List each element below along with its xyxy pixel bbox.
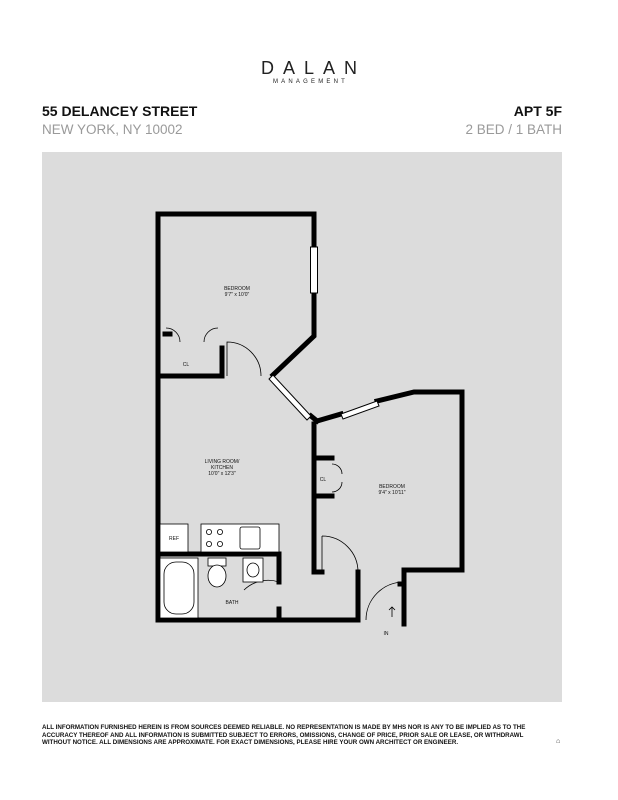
- room-label-bedroom-1: BEDROOM: [224, 286, 250, 292]
- street-address: 55 DELANCEY STREET: [42, 103, 198, 119]
- floor-plan: BEDROOM 9'7" x 10'0" LIVING ROOM/ KITCHE…: [42, 152, 562, 702]
- closet-label-2: CL: [320, 477, 327, 483]
- refrigerator: [159, 523, 189, 553]
- room-label-living-room: LIVING ROOM/: [205, 459, 240, 465]
- closet-label-1: CL: [183, 362, 190, 368]
- city-address: NEW YORK, NY 10002: [42, 122, 183, 137]
- room-label-kitchen: KITCHEN: [211, 465, 233, 471]
- fixtures: [159, 523, 280, 619]
- room-dims-bedroom-2: 9'4" x 10'11": [378, 490, 405, 496]
- company-logo: DALAN MANAGEMENT: [0, 58, 618, 86]
- legal-disclaimer: ALL INFORMATION FURNISHED HEREIN IS FROM…: [42, 724, 526, 747]
- entry-label: IN: [384, 631, 389, 637]
- floor-plan-drawing: BEDROOM 9'7" x 10'0" LIVING ROOM/ KITCHE…: [155, 211, 465, 637]
- windows: [268, 246, 380, 421]
- room-label-bedroom-2: BEDROOM: [379, 484, 405, 490]
- room-dims-bedroom-1: 9'7" x 10'0": [225, 292, 250, 298]
- room-label-bath: BATH: [226, 600, 239, 606]
- logo-tagline: MANAGEMENT: [272, 79, 348, 85]
- doors: [165, 327, 405, 621]
- room-dims-living-room: 10'0" x 12'3": [208, 471, 236, 477]
- equal-housing-icon: ⌂: [556, 738, 561, 745]
- bed-bath-count: 2 BED / 1 BATH: [465, 122, 562, 137]
- walls: [155, 211, 465, 627]
- refrigerator-label: REF: [169, 536, 179, 542]
- logo-name: DALAN: [260, 58, 367, 78]
- apartment-number: APT 5F: [513, 103, 562, 119]
